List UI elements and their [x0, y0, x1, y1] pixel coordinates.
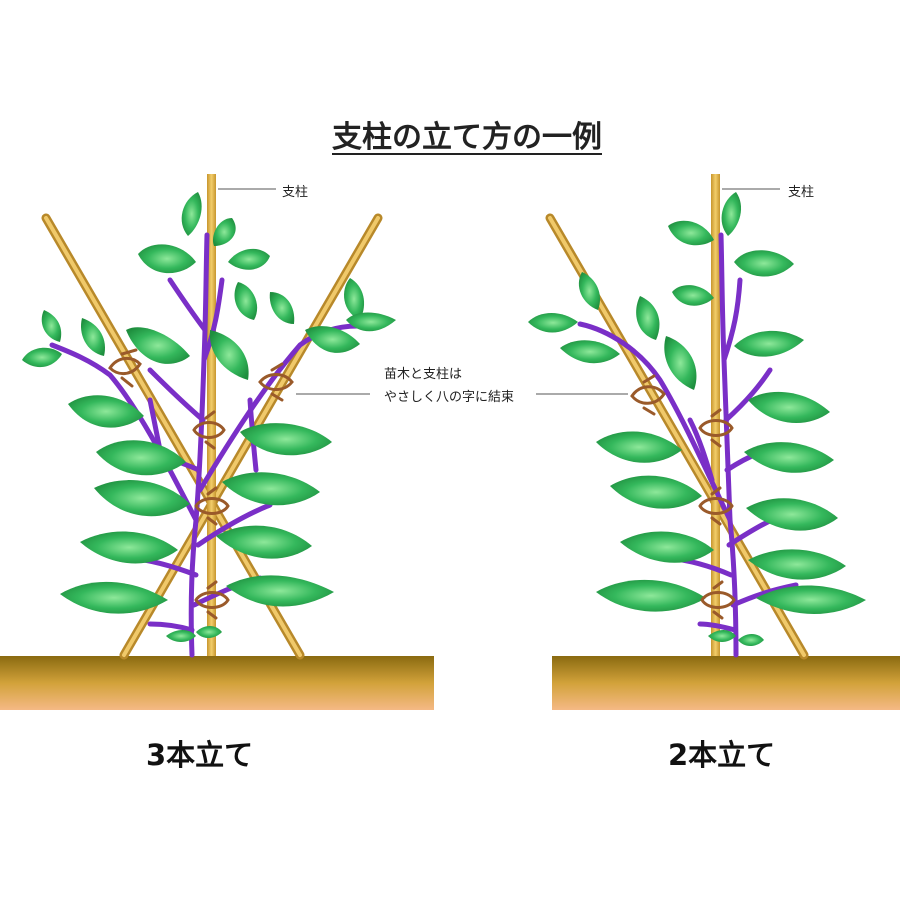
- leaves-left: [22, 192, 396, 642]
- caption-three-pole: 3本立て: [146, 738, 254, 772]
- pole-label-left: 支柱: [282, 185, 309, 200]
- diagram-title-text: 支柱の立て方の一例: [332, 120, 602, 155]
- tie-note-line2: やさしく八の字に結束: [384, 390, 515, 405]
- diagram-title: 支柱の立て方の一例: [0, 112, 900, 156]
- tie-note-line1: 苗木と支柱は: [384, 367, 463, 382]
- ties-right: [630, 374, 736, 620]
- three-pole-example: [0, 174, 434, 710]
- leaves-right: [528, 192, 866, 646]
- ties-left: [108, 348, 294, 620]
- two-pole-example: [528, 174, 900, 710]
- soil-right: [552, 656, 900, 710]
- caption-two-pole: 2本立て: [668, 738, 776, 772]
- pole-label-right: 支柱: [788, 185, 815, 200]
- soil-left: [0, 656, 434, 710]
